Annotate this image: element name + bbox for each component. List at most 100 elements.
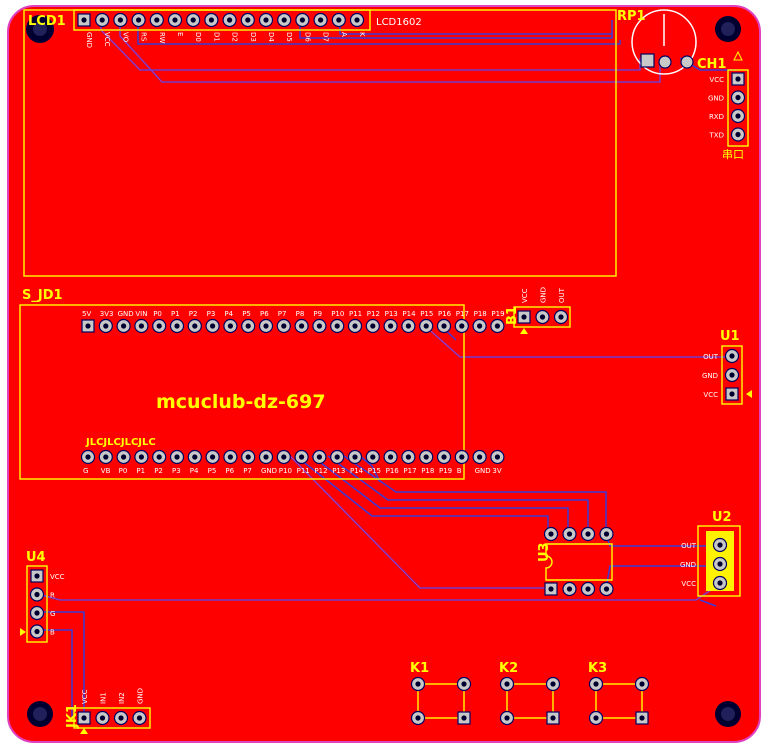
u3-pin-8: [543, 526, 559, 542]
key-pin: [545, 676, 561, 692]
key-pin: [635, 711, 649, 725]
pin-label: IN1: [100, 692, 108, 704]
pin1-marker-icon: [746, 390, 752, 398]
lcd-pin-10: [240, 12, 255, 28]
pin-label: P0: [153, 310, 162, 318]
sjd1-top-pin-13: [294, 318, 309, 334]
lcd-pin-3: [113, 12, 128, 28]
pin-label: IN2: [118, 692, 126, 704]
pin-label: B: [457, 467, 462, 475]
u4-pin-3: [29, 605, 45, 621]
pin-label: D0: [194, 32, 202, 42]
sjd1-bottom-pin-21: [436, 449, 452, 465]
sjd1-title: mcuclub-dz-697: [156, 391, 326, 413]
pin-label: GND: [540, 287, 548, 303]
jk1-pin-3: [113, 710, 129, 726]
sjd1-top-pin-4: [134, 318, 149, 334]
sjd1-bottom-pin-20: [419, 449, 434, 465]
u1-pin-1: [724, 348, 740, 364]
key-ref: K3: [588, 661, 607, 676]
pin-label: P18: [421, 467, 434, 475]
pin-label: P3: [172, 467, 181, 475]
mounting-hole-icon: [27, 701, 53, 727]
jk1-pin-2: [95, 710, 110, 726]
sjd1-bottom-pin-3: [116, 449, 131, 465]
lcd-pin-14: [313, 12, 328, 28]
sjd1-top-pin-6: [169, 318, 185, 334]
sjd1-bottom-pin-19: [401, 449, 416, 465]
pin-label: P11: [349, 310, 362, 318]
rp1-pin-2: [658, 55, 672, 69]
sjd1-top-pin-16: [347, 318, 363, 334]
sjd1-bottom-pin-1: [80, 449, 96, 465]
lcd-pin-9: [222, 12, 237, 28]
pin-label: P3: [207, 310, 216, 318]
pin-label: P4: [224, 310, 233, 318]
sjd1-bottom-pin-6: [169, 449, 185, 465]
sjd1-bottom-pin-4: [134, 449, 149, 465]
sjd1-outline: [19, 304, 465, 480]
pin-label: GND: [85, 32, 93, 48]
pin-label: K: [358, 32, 366, 37]
sjd1-bottom-pin-12: [276, 449, 291, 465]
pin-label: P6: [225, 467, 234, 475]
pin-label: VO: [121, 32, 129, 43]
pin-label: OUT: [703, 353, 719, 361]
pin-label: P14: [402, 310, 416, 318]
sjd1-top-pin-12: [276, 318, 291, 334]
pin-label: P13: [332, 467, 345, 475]
ch1-pin-3: [730, 108, 746, 124]
sjd1-top-pin-3: [116, 318, 131, 334]
b1-pin-1: [517, 310, 531, 324]
key-3: K3: [588, 661, 650, 726]
lcd-pin-4: [131, 12, 146, 28]
jk1-pin-4: [132, 710, 147, 726]
u3-pin-6: [580, 526, 596, 542]
sjd1-top-pin-5: [152, 318, 167, 334]
ch1-pin-2: [730, 90, 746, 105]
pin-label: P11: [297, 467, 310, 475]
pin-label: P15: [420, 310, 433, 318]
sjd1-top-pin-2: [98, 318, 113, 334]
pin-label: D7: [322, 32, 330, 42]
pin-label: D3: [249, 32, 257, 42]
sjd1-top-pin-24: [490, 318, 505, 334]
rp1-pin-3: [680, 55, 694, 69]
pin-label: G: [83, 467, 88, 475]
key-pin: [499, 710, 515, 726]
key-pin: [410, 676, 426, 692]
pin-label: VCC: [703, 391, 718, 399]
pin-label: P16: [438, 310, 452, 318]
pin-label: P1: [171, 310, 180, 318]
u3-dip8-ic: U3: [537, 526, 614, 597]
u2-pin-2: [712, 556, 728, 572]
pin1-marker-icon: [733, 50, 743, 61]
u3-pin-4: [599, 581, 614, 597]
pin-label: VCC: [521, 288, 529, 303]
key-ref: K2: [499, 661, 518, 676]
pin-label: 5V: [82, 310, 91, 318]
pin-label: P7: [278, 310, 287, 318]
sjd1-bottom-pin-24: [490, 449, 505, 465]
key-2: K2: [499, 661, 561, 726]
pin-label: TXD: [709, 132, 724, 140]
lcd-pin-6: [167, 12, 183, 28]
sjd1-bottom-pin-13: [294, 449, 309, 465]
u3-pin-7: [562, 526, 577, 542]
sjd1-bottom-pin-14: [312, 449, 327, 465]
u4-pin-4: [29, 624, 45, 639]
pin-label: P5: [208, 467, 217, 475]
pin-label: VCC: [50, 573, 65, 581]
pin-label: VCC: [103, 32, 111, 47]
lcd-header-outline: [73, 9, 371, 31]
pin-label: P16: [386, 467, 400, 475]
lcd-pin-13: [295, 12, 310, 28]
lcd-value: LCD1602: [376, 17, 422, 28]
u2-pin-1: [712, 537, 728, 553]
pin-label: VCC: [709, 76, 724, 84]
u3-pin-2: [562, 581, 577, 597]
